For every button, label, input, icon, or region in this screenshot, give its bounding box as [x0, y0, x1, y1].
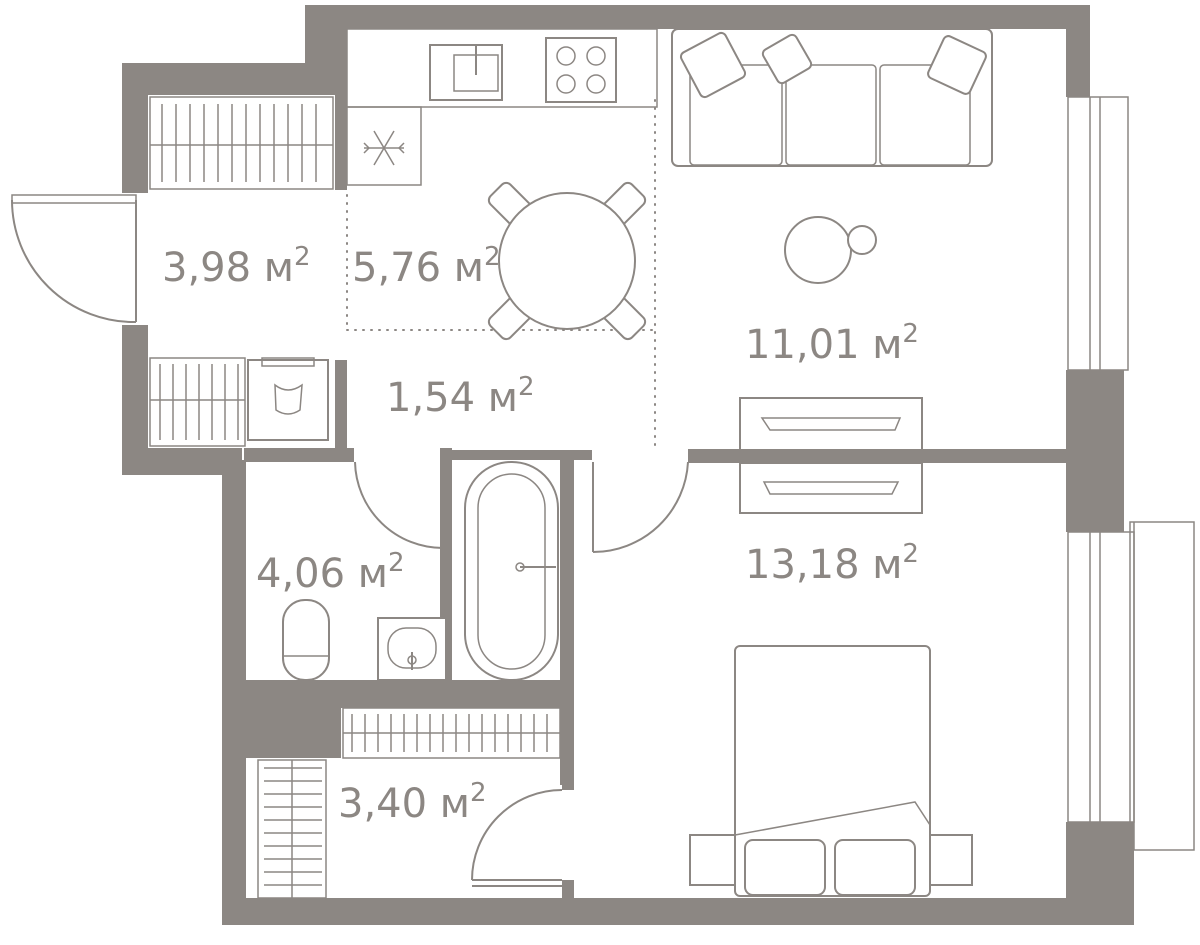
snowflake-icon	[363, 130, 405, 166]
room-area-kitchen: 5,76 м2	[352, 242, 501, 291]
coffee-table	[784, 216, 877, 284]
room-area-bathroom: 4,06 м2	[256, 548, 405, 597]
washer	[247, 357, 329, 441]
outer-walls	[122, 5, 1134, 925]
bed-icon	[689, 645, 973, 897]
kitchen-counter	[346, 28, 658, 186]
area-labels: 3,98 м2 5,76 м2 1,54 м2 11,01 м2 4,06 м2…	[162, 242, 919, 827]
room-area-hall: 3,98 м2	[162, 242, 311, 291]
dresser	[739, 462, 923, 514]
room-area-wardrobe: 3,40 м2	[338, 778, 487, 827]
bathtub-icon	[464, 461, 559, 681]
room-area-living: 11,01 м2	[745, 319, 919, 368]
dining-table	[487, 181, 647, 341]
doors	[11, 194, 689, 887]
sink-icon	[377, 617, 447, 681]
room-area-corridor: 1,54 м2	[386, 372, 535, 421]
hall-shelving	[149, 96, 334, 447]
tv-stand	[739, 397, 923, 451]
wardrobe-shelving	[257, 707, 561, 899]
interior-walls	[244, 95, 1068, 900]
windows	[1067, 96, 1195, 851]
toilet-icon	[282, 599, 330, 681]
sofa-icon	[671, 28, 993, 167]
stove-icon	[545, 37, 617, 103]
room-area-bedroom: 13,18 м2	[745, 539, 919, 588]
